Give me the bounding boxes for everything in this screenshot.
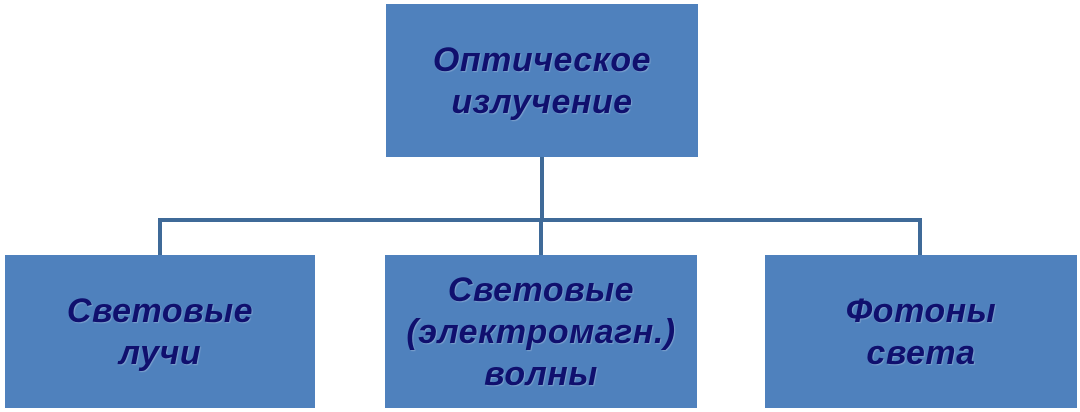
node-label-line: Оптическое xyxy=(432,40,652,79)
node-light-waves: Световые (электромагн.) волны xyxy=(385,255,697,408)
node-photons: Фотоны света xyxy=(765,255,1077,408)
node-label-line: (электромагн.) xyxy=(406,312,676,351)
node-label-line: волны xyxy=(484,354,598,393)
node-label-line: излучение xyxy=(451,82,633,121)
node-label-line: Фотоны xyxy=(845,291,997,330)
node-label-line: Световые xyxy=(447,270,635,309)
node-light-rays: Световые лучи xyxy=(5,255,315,408)
node-label-line: света xyxy=(866,333,976,372)
node-optical-radiation: Оптическое излучение xyxy=(386,4,698,157)
node-label-line: лучи xyxy=(118,333,202,372)
node-label-line: Световые xyxy=(66,291,254,330)
